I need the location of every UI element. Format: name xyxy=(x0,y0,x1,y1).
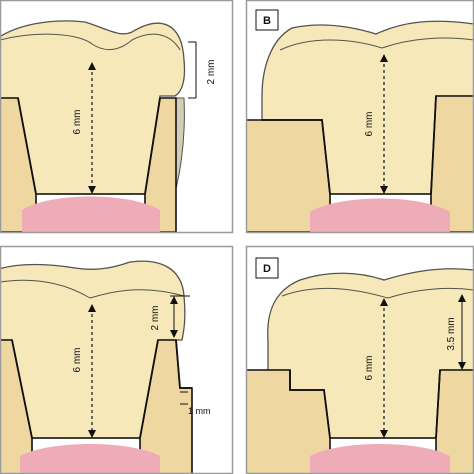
frame-a xyxy=(0,0,234,234)
bottom-label-c: 1 mm xyxy=(188,406,211,416)
side-label-c: 2 mm xyxy=(150,306,161,331)
gingiva-b xyxy=(310,198,450,232)
panel-a: 6 mm 2 mm xyxy=(0,0,232,232)
gingiva-d xyxy=(310,444,450,474)
panel-d: 6 mm 3.5 mm D xyxy=(246,246,474,474)
panel-c: 6 mm 2 mm 1 mm xyxy=(0,246,232,474)
crown-a xyxy=(0,20,186,195)
gingiva-a xyxy=(22,196,160,232)
panel-b: 6 mm B xyxy=(246,0,474,232)
height-label-b: 6 mm xyxy=(364,112,375,137)
side-label-d: 3.5 mm xyxy=(446,317,457,350)
height-label-d: 6 mm xyxy=(364,356,375,381)
panel-letter-d: D xyxy=(263,263,271,275)
gingiva-c xyxy=(20,444,160,474)
panel-letter-b: B xyxy=(263,15,271,27)
side-label-a: 2 mm xyxy=(206,60,217,85)
crown-c xyxy=(0,260,186,439)
height-label-c: 6 mm xyxy=(72,348,83,373)
height-label-a: 6 mm xyxy=(72,110,83,135)
